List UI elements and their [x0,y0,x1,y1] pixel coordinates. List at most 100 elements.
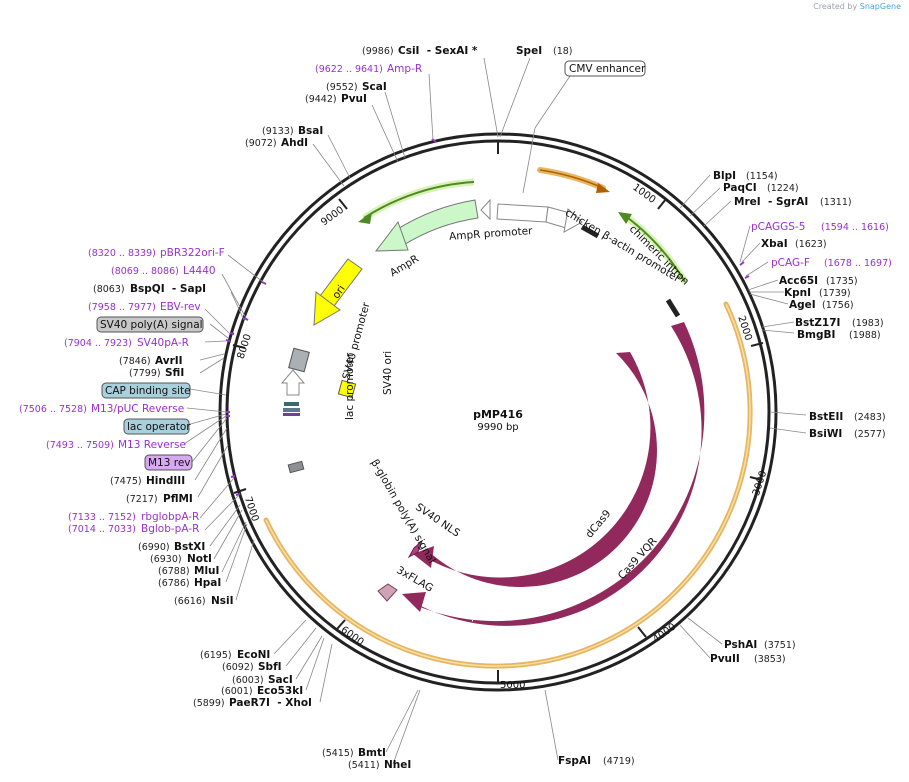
primer-num-pcag-f: (1678 .. 1697) [824,258,892,269]
cap-binding-mark [284,402,299,406]
sv40-polya-signal-label: SV40 poly(A) signal [100,319,203,331]
site-num-nsii: (6616) [174,596,206,607]
site-num-agei: (1756) [822,300,854,311]
site-num-bspqi-sapi: (8063) [93,284,125,295]
site-label-acc65i[interactable]: Acc65I [779,275,818,287]
primer-label-bglob-pa-r[interactable]: Bglob-pA-R [141,523,199,535]
site-label-bspqi-sapi[interactable]: BspQI - SapI [130,283,206,295]
backbone-outer [218,132,778,692]
primer-label-ebv-rev[interactable]: EBV-rev [160,301,201,313]
ampr-promoter-arrowhead [480,198,491,221]
primer-num-m13-puc-reverse: (7506 .. 7528) [19,404,87,415]
site-label-bsiwi[interactable]: BsiWI [809,428,842,440]
lac-operator-label: lac operator [127,421,191,433]
primer-label-amp-r[interactable]: Amp-R [387,63,422,75]
site-num-spei: (18) [553,46,573,57]
site-num-mrei-sgrai: (1311) [820,197,852,208]
primer-label-m13-reverse[interactable]: M13 Reverse [118,439,186,451]
primer-label-pcaggs-5[interactable]: pCAGGS-5 [751,221,805,233]
site-label-bstz17i[interactable]: BstZ17I [795,317,840,329]
site-num-sfii: (7799) [129,368,161,379]
site-label-nhei[interactable]: NheI [384,759,411,771]
ampr-promoter-arrow[interactable] [496,203,549,223]
plasmid-name: pMP416 [473,408,523,421]
ori-arrowhead [313,291,341,326]
site-label-eco53ki[interactable]: Eco53kI [257,685,303,697]
credit-prefix: Created by [813,2,858,11]
primer-label-m13-puc-reverse[interactable]: M13/pUC Reverse [91,403,184,415]
site-num-csi-sexai: (9986) [362,46,394,57]
label-ampr-promoter: AmpR promoter [449,225,534,243]
primer-marks [225,138,750,496]
site-label-econi[interactable]: EcoNI [237,649,270,661]
site-label-avrii[interactable]: AvrII [155,355,183,367]
primer-label-pbr322ori-f[interactable]: pBR322ori-F [160,247,225,259]
site-num-hpai: (6786) [158,578,190,589]
lac-operator-box[interactable] [123,418,190,435]
site-num-fspai: (4719) [603,756,635,767]
site-label-noti[interactable]: NotI [187,553,212,565]
sv40-polya-box[interactable] [288,347,310,373]
beta-globin-mark[interactable] [287,460,305,474]
site-num-blpi: (1154) [746,171,778,182]
site-label-sfii[interactable]: SfiI [165,367,184,379]
site-num-pflmi: (7217) [126,494,158,505]
site-label-pflmi[interactable]: PflMI [163,493,193,505]
sv40-ori-box[interactable] [337,379,357,399]
lac-promoter-mark [283,408,300,412]
site-label-ahdi[interactable]: AhdI [281,137,308,149]
site-num-bstz17i: (1983) [852,318,884,329]
site-num-pvuii: (3853) [754,654,786,665]
site-label-blpi[interactable]: BlpI [713,170,736,182]
site-label-hindiii[interactable]: HindIII [146,475,185,487]
site-label-bsteii[interactable]: BstEII [809,411,843,423]
cmv-enhancer-box[interactable] [564,60,646,77]
site-label-mlui[interactable]: MluI [194,565,219,577]
site-label-paer7i-xhoi[interactable]: PaeR7I - XhoI [229,697,312,709]
site-label-bsai[interactable]: BsaI [298,125,323,137]
site-label-bmgbi[interactable]: BmgBI [797,329,835,341]
site-label-csi-sexai[interactable]: CsiI - SexAI * [398,45,478,57]
site-num-mlui: (6788) [158,566,190,577]
primer-label-rbglobpa-r[interactable]: rbglobpA-R [141,511,199,523]
primer-num-pcaggs-5: (1594 .. 1616) [821,222,889,233]
site-label-spei[interactable]: SpeI [516,45,542,57]
primer-label-sv40pa-r[interactable]: SV40pA-R [137,337,189,349]
sv40-promoter-arrow[interactable] [280,369,306,396]
site-num-nhei: (5411) [348,760,380,771]
site-label-xbai[interactable]: XbaI [761,238,788,250]
green-arrowhead-1 [358,212,372,224]
site-label-mrei-sgrai[interactable]: MreI - SgrAI [734,196,808,208]
site-label-hpai[interactable]: HpaI [194,577,221,589]
flag-3x-feature[interactable] [377,583,398,602]
site-label-pshai[interactable]: PshAI [724,639,757,651]
site-label-paqci[interactable]: PaqCI [723,182,757,194]
sv40-polya-signal-box[interactable] [96,316,204,333]
site-label-fspai[interactable]: FspAI [558,755,591,767]
site-label-pvui[interactable]: PvuI [341,93,367,105]
site-label-kpni[interactable]: KpnI [784,287,811,299]
site-label-sbfi[interactable]: SbfI [258,661,282,673]
site-label-pvuii[interactable]: PvuII [710,653,740,665]
site-num-sbfi: (6092) [222,662,254,673]
site-label-bstxi[interactable]: BstXI [174,541,205,553]
site-label-nsii[interactable]: NsiI [211,595,234,607]
primer-label-l4440[interactable]: L4440 [183,265,216,277]
tick-9000: 9000 [319,204,346,228]
site-label-bmti[interactable]: BmtI [358,747,386,759]
cap-binding-site-box[interactable] [101,382,191,399]
site-label-saci[interactable]: SacI [268,674,293,686]
m13-rev-box[interactable] [144,454,193,471]
sv40-nls-feature[interactable] [407,540,423,559]
primer-label-pcag-f[interactable]: pCAG-F [771,257,810,269]
dcas9-arc[interactable] [425,352,657,587]
tick-5000: 5000 [500,680,525,691]
primer-num-l4440: (8069 .. 8086) [111,266,179,277]
site-num-bsteii: (2483) [854,412,886,423]
site-label-agei[interactable]: AgeI [789,299,816,311]
orange-arc-inner-2 [265,303,751,667]
site-num-bmti: (5415) [322,748,354,759]
site-num-bsiwi: (2577) [854,429,886,440]
site-label-scai[interactable]: ScaI [362,81,387,93]
